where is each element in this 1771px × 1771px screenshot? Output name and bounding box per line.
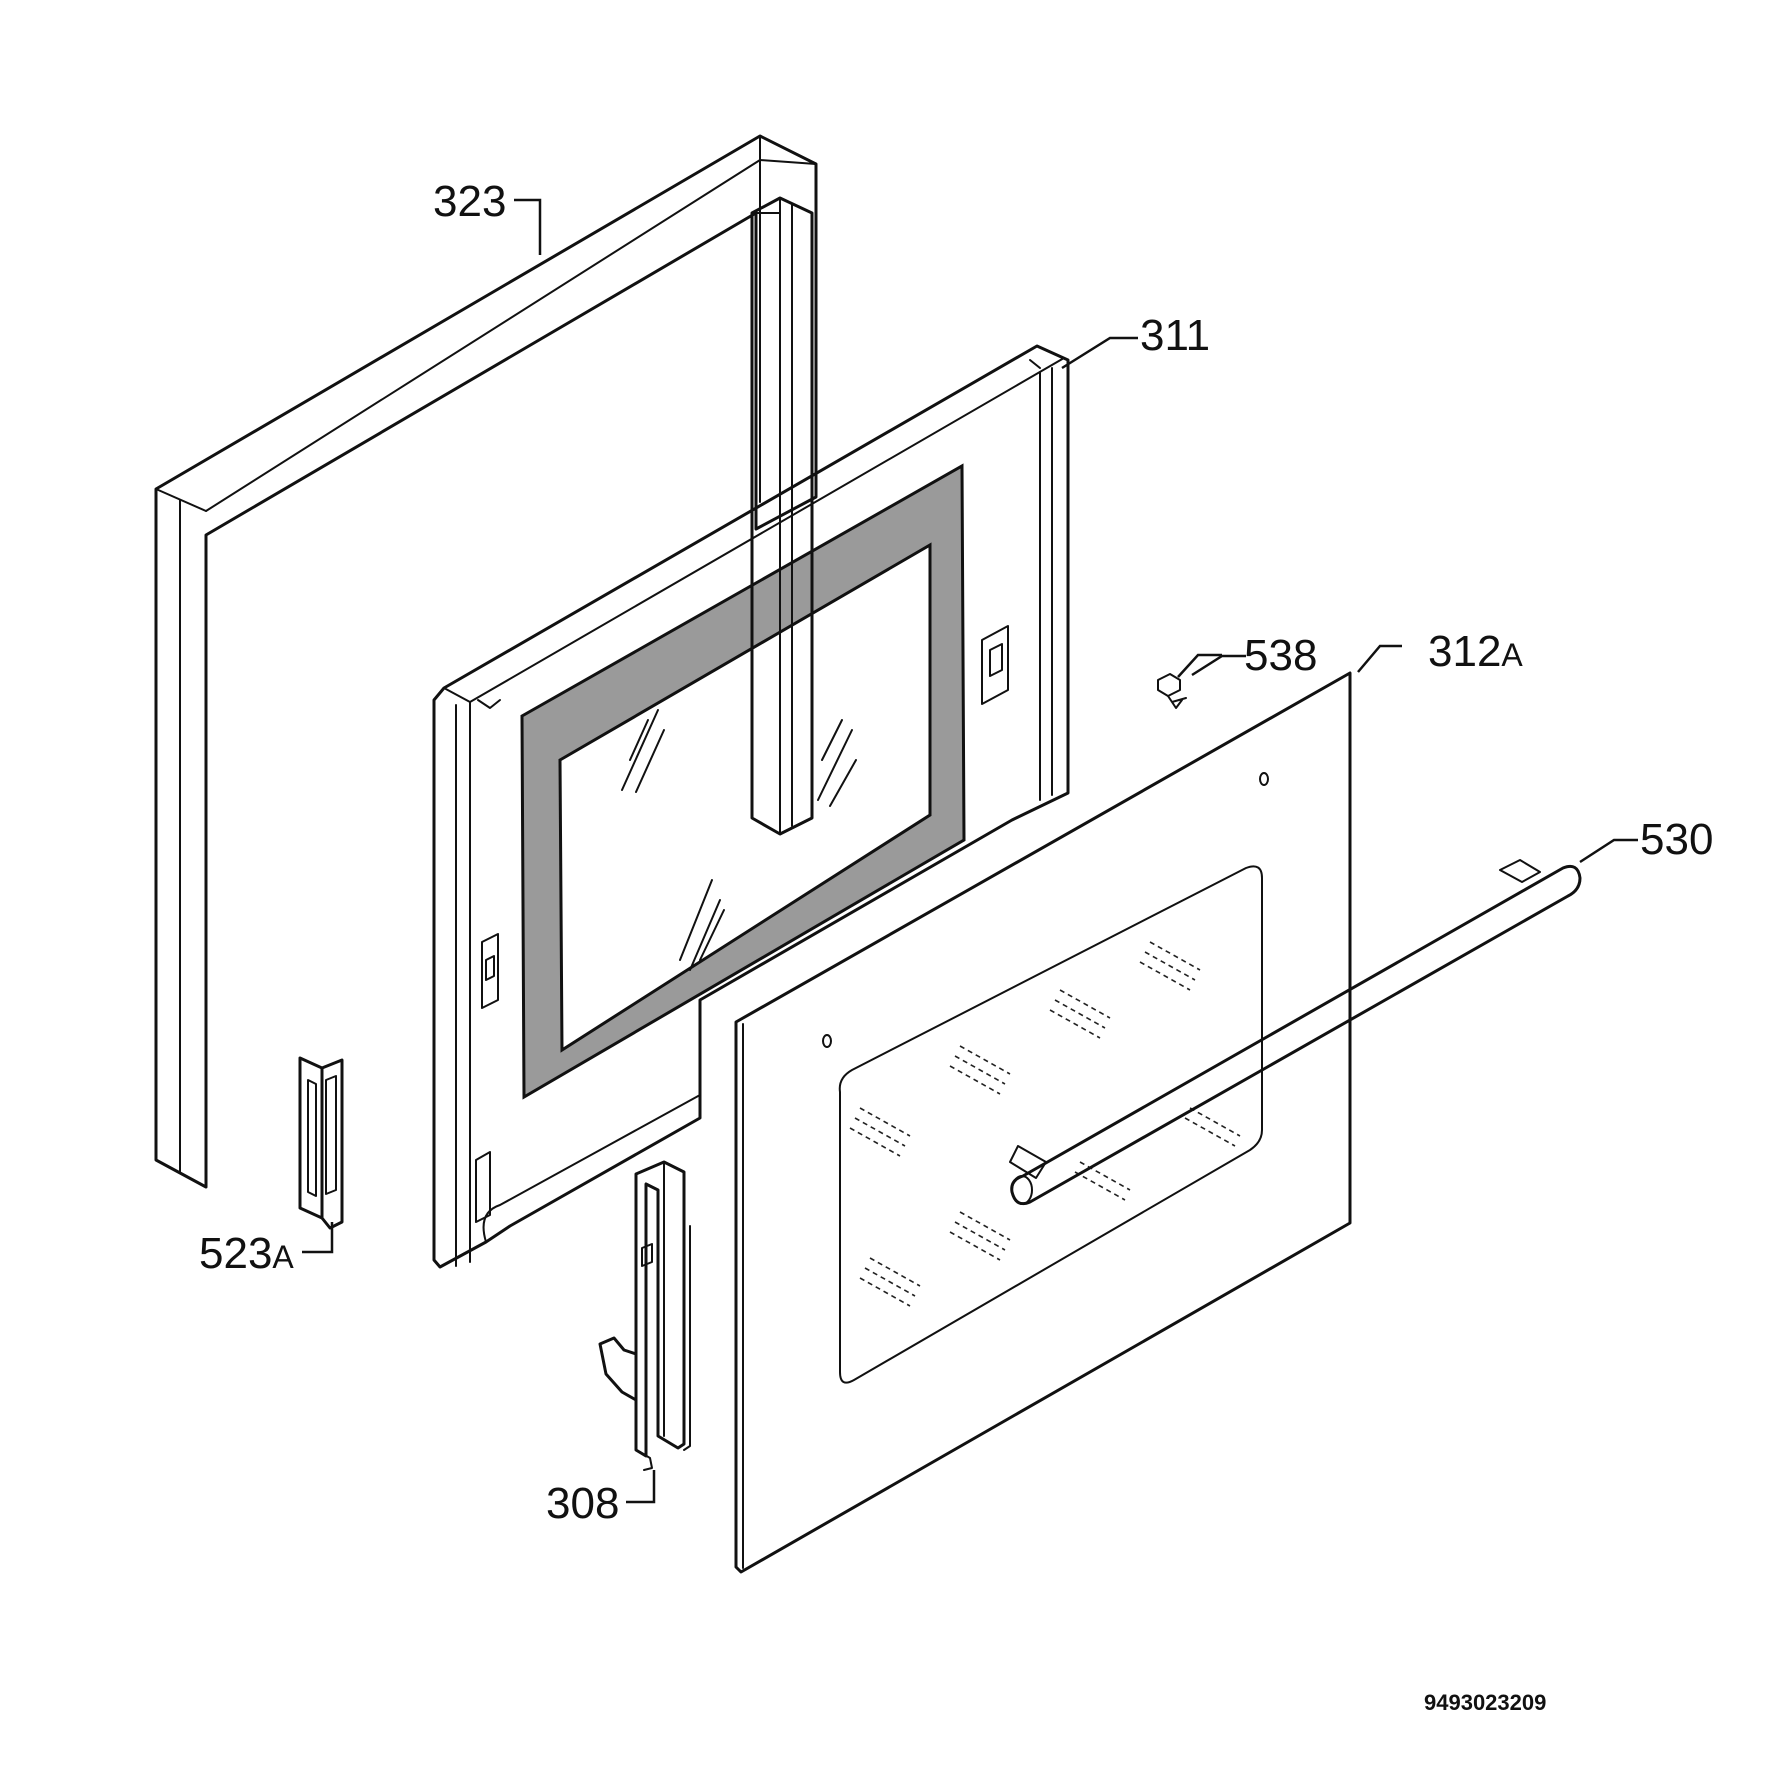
label-530: 530 [1640,815,1713,864]
label-538: 538 [1244,631,1317,680]
leader-lines [302,198,1638,1504]
document-number: 9493023209 [1424,1690,1546,1715]
label-312-suffix: A [1501,637,1523,673]
label-523-number: 523 [199,1229,272,1278]
label-523a: 523A [199,1229,294,1278]
label-523-suffix: A [272,1239,294,1275]
inner-door-panel-311 [432,344,1070,1269]
label-323: 323 [433,177,506,226]
handle-bar-530 [1009,859,1582,1206]
label-312a: 312A [1428,627,1523,676]
label-311: 311 [1140,311,1210,360]
screw-538 [1157,673,1187,709]
glass-print-pattern [849,941,1241,1307]
catch-523a [298,1056,344,1230]
glass-support-strip [750,196,814,836]
outer-glass-panel-312a [734,671,1352,1574]
window-gasket [520,463,966,1100]
label-312-number: 312 [1428,627,1501,676]
hinge-308 [598,1160,691,1471]
label-308: 308 [546,1479,619,1528]
